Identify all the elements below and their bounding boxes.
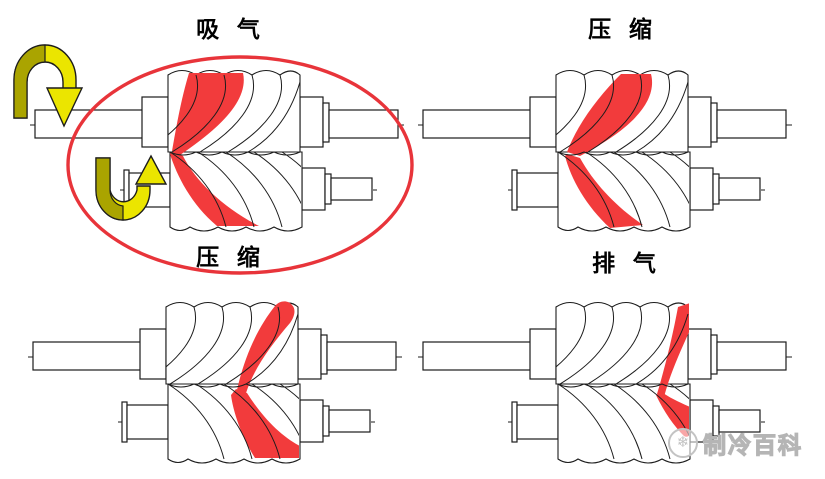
female-rotor-lobe-line (195, 383, 253, 460)
male-rotor-body (555, 301, 689, 385)
male-rotor-right-collar (687, 328, 712, 380)
screw-assembly-discharge (418, 301, 792, 464)
male-rotor-left-collar (529, 96, 557, 148)
female-rotor-lobe-line (669, 151, 689, 168)
male-rotor-right-collar (297, 328, 322, 380)
male-rotor-right-shaft (326, 341, 397, 371)
male-rotor-lobe-line (225, 306, 280, 385)
male-rotor-right-shaft (716, 341, 787, 371)
screw-assembly-compression-1 (418, 69, 792, 232)
male-rotor-lobe-line (587, 74, 642, 153)
male-rotor-right-collar (687, 96, 712, 148)
female-rotor-lobe-line (557, 151, 615, 228)
male-rotor-lobe-line (555, 306, 586, 368)
female-rotor-right-shaft (718, 409, 761, 433)
female-rotor-right-collar (299, 399, 324, 443)
panel-title-suction: 吸 气 (196, 17, 266, 42)
gas-pocket-highlight-lower (565, 154, 643, 228)
female-rotor-left-stub-shaft (126, 404, 169, 440)
female-rotor-right-shaft (328, 409, 371, 433)
panel-title-compression-2: 压 缩 (196, 245, 266, 270)
gas-pocket-highlight-upper (237, 301, 295, 393)
screw-assembly-suction (30, 69, 404, 232)
gas-pocket-highlight-lower (656, 392, 689, 437)
male-rotor-left-collar (529, 328, 557, 380)
female-rotor-lobe-line (641, 383, 689, 437)
female-rotor-lobe-line (251, 383, 299, 437)
female-rotor-left-stub-shaft (516, 172, 559, 208)
mesh-line (167, 383, 299, 388)
female-rotor-right-shaft (330, 177, 373, 201)
male-rotor-end-lobe-line (635, 313, 689, 385)
male-rotor-left-collar (141, 96, 169, 148)
female-rotor-lobe-line (613, 151, 671, 228)
female-rotor-right-ring (712, 173, 720, 205)
male-rotor-end-lobe-line (245, 313, 299, 385)
male-rotor-right-ring (710, 102, 718, 143)
female-rotor-right-ring (324, 173, 332, 205)
male-rotor-left-shaft (422, 109, 532, 139)
female-rotor-lobe-line (557, 383, 615, 460)
male-rotor-lobe-line (165, 306, 196, 368)
male-rotor-lobe-line (615, 306, 670, 385)
female-rotor-right-ring (322, 405, 330, 437)
female-rotor-right-shaft (718, 177, 761, 201)
male-rotor-left-shaft (32, 341, 142, 371)
male-rotor-right-ring (320, 334, 328, 375)
male-rotor-lobe-line (587, 306, 642, 385)
female-rotor-right-collar (301, 167, 326, 211)
male-rotor-right-shaft (716, 109, 787, 139)
female-rotor-body (557, 383, 691, 464)
male-rotor-right-collar (299, 96, 324, 148)
watermark: ❄ 制冷百科 (668, 426, 803, 460)
male-rotor-right-shaft (328, 109, 399, 139)
female-rotor-lobe-line (613, 383, 671, 460)
female-rotor-lobe-line (279, 383, 299, 400)
female-rotor-left-stub-shaft (128, 172, 171, 208)
male-rotor-end-lobe-line (635, 81, 689, 153)
mesh-line (557, 151, 689, 156)
female-rotor-lobe-line (585, 383, 643, 460)
female-rotor-left-stub-shaft (516, 404, 559, 440)
female-rotor-lobe-line (669, 383, 689, 400)
female-rotor-left-plate (511, 169, 518, 211)
male-rotor-right-ring (322, 102, 330, 143)
male-rotor-left-shaft (34, 109, 144, 139)
male-rotor-left-shaft (422, 341, 532, 371)
watermark-snowflake-icon: ❄ (668, 428, 698, 458)
male-rotor-lobe-line (559, 306, 614, 385)
female-rotor-left-plate (123, 169, 130, 211)
screw-assembly-compression-2 (28, 301, 402, 464)
male-rotor-left-collar (139, 328, 167, 380)
female-rotor-left-plate (511, 401, 518, 443)
male-rotor-lobe-line (555, 74, 586, 136)
male-rotor-lobe-line (615, 74, 670, 153)
watermark-text: 制冷百科 (702, 432, 803, 458)
female-rotor-lobe-line (167, 383, 225, 460)
gas-pocket-highlight-upper (567, 74, 653, 156)
female-rotor-lobe-line (641, 151, 689, 205)
male-rotor-right-ring (710, 334, 718, 375)
mesh-line (557, 383, 689, 388)
male-rotor-lobe-line (169, 306, 224, 385)
panel-title-discharge: 排 气 (592, 251, 662, 276)
female-rotor-lobe-line (223, 383, 281, 460)
male-rotor-lobe-line (197, 306, 252, 385)
female-rotor-left-plate (121, 401, 128, 443)
gas-pocket-highlight-upper (657, 303, 689, 397)
female-rotor-body (557, 151, 691, 232)
female-rotor-lobe-line (585, 151, 643, 228)
panel-title-compression-1: 压 缩 (588, 17, 658, 42)
female-rotor-right-collar (689, 167, 714, 211)
male-rotor-lobe-line (559, 74, 614, 153)
